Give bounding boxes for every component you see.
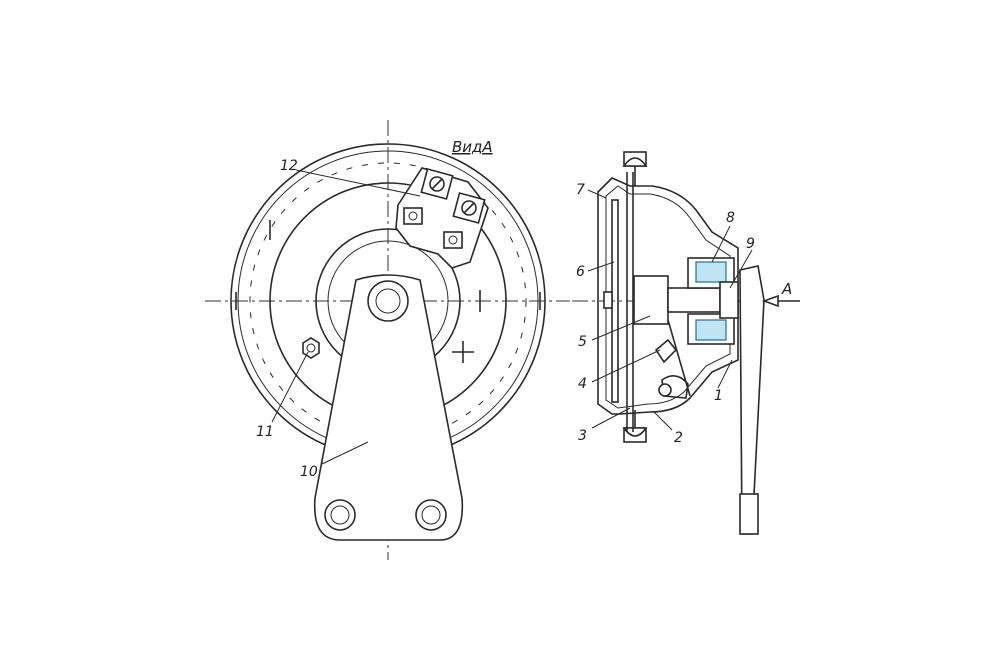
screw-slot: [431, 178, 443, 190]
callout-12: 12: [280, 158, 298, 174]
armature: [633, 275, 669, 325]
callout-2: 2: [674, 430, 683, 446]
leader-11: [271, 351, 309, 423]
leader-5: [591, 315, 651, 341]
top-bolt-dome: [622, 157, 648, 167]
leader-1: [717, 359, 733, 389]
callout-3: 3: [578, 428, 587, 444]
terminal-nut: [443, 231, 463, 249]
resonator-nut: [603, 291, 613, 309]
callout-9: 9: [746, 236, 755, 252]
leader-9: [729, 249, 753, 289]
callout-labels: ВидА 12 11 10 7 6 5 4 3 2 1 8 9: [256, 138, 755, 480]
terminal-nut-hole: [408, 211, 418, 221]
bracket-hole-left-inner: [330, 505, 350, 525]
breaker-spring: [667, 319, 691, 397]
callout-8: 8: [726, 210, 735, 226]
callout-5: 5: [578, 334, 587, 350]
hex-nut-hole: [306, 343, 316, 353]
callout-10: 10: [300, 464, 318, 480]
bracket-bolt-head: [367, 280, 409, 322]
bracket-hole-right-inner: [421, 505, 441, 525]
leader-lines: [271, 169, 753, 465]
coil-winding-top: [695, 261, 727, 283]
terminal-nut-hole: [448, 235, 458, 245]
hex-nut: [302, 337, 320, 359]
leader-7: [587, 189, 607, 199]
callout-7: 7: [576, 182, 585, 198]
bracket-foot: [739, 493, 759, 535]
leader-12: [295, 169, 421, 197]
bracket-bolt-inner: [375, 288, 401, 314]
coil-winding-bottom: [695, 319, 727, 341]
callout-1: 1: [714, 388, 723, 404]
rim-dashed-ring: [249, 162, 527, 440]
front-view: [205, 120, 570, 560]
side-section: A: [572, 151, 800, 535]
callout-11: 11: [256, 424, 274, 440]
callout-6: 6: [576, 264, 585, 280]
leader-3: [591, 407, 631, 429]
mounting-bracket: [313, 274, 464, 541]
magnet-core: [719, 281, 739, 319]
armature-rod: [667, 287, 721, 313]
leader-4: [591, 349, 661, 383]
breaker-screw: [658, 383, 672, 397]
terminal-nut: [403, 207, 423, 225]
leader-8: [711, 225, 731, 263]
callout-4: 4: [578, 376, 587, 392]
bracket-hole-left: [324, 499, 356, 531]
view-arrow-head: [761, 294, 779, 308]
housing-outer: [597, 177, 739, 415]
breaker-bracket: [661, 375, 689, 399]
bracket-hole-right: [415, 499, 447, 531]
view-title: ВидА: [452, 138, 493, 156]
view-direction-label: A: [781, 280, 792, 298]
terminal-block: [395, 167, 489, 269]
bracket-side: [739, 265, 765, 535]
housing-inner: [605, 185, 731, 409]
screw-slot: [463, 202, 475, 214]
leader-6: [587, 261, 615, 272]
leader-10: [321, 441, 369, 465]
leader-2: [653, 411, 673, 431]
